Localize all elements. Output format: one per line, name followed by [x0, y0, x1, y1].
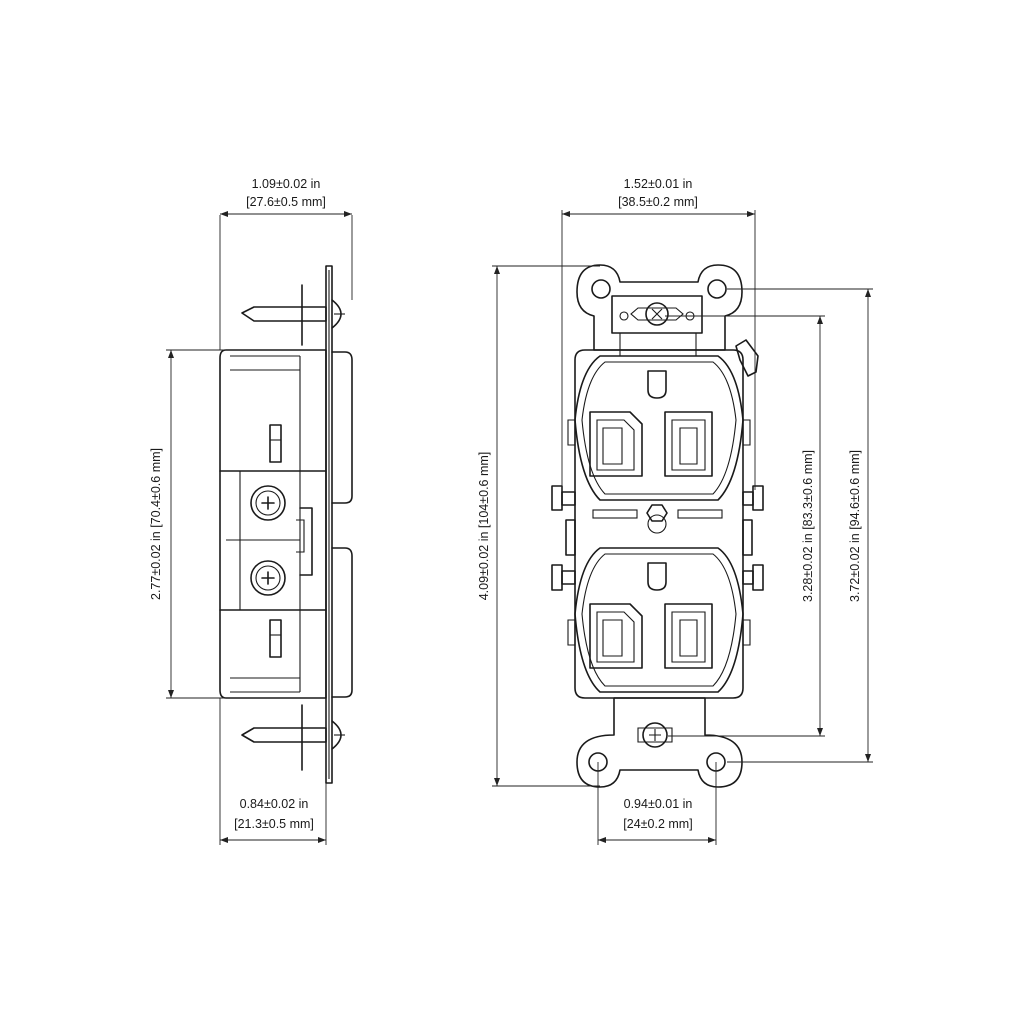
front-mount-spacing-label: 3.72±0.02 in [94.6±0.6 mm]: [848, 450, 862, 602]
side-depth-label-mm: [21.3±0.5 mm]: [234, 817, 314, 831]
front-hole-spacing-label-in: 0.94±0.01 in: [624, 797, 693, 811]
left-side-terminals: [551, 419, 576, 646]
front-width-label-in: 1.52±0.01 in: [624, 177, 693, 191]
side-terminal-screw-top: [250, 485, 286, 521]
front-view: [551, 264, 764, 788]
front-total-height-label: 4.09±0.02 in [104±0.6 mm]: [477, 452, 491, 601]
side-width-label-in: 1.09±0.02 in: [252, 177, 321, 191]
side-view: [219, 265, 353, 784]
front-view-dimensions: [492, 210, 873, 845]
side-width-label-mm: [27.6±0.5 mm]: [246, 195, 326, 209]
side-view-dimensions: [166, 211, 353, 845]
top-mounting-screw: [241, 284, 345, 346]
upper-outlet-face: [574, 355, 744, 501]
center-rail: [592, 504, 723, 534]
dimension-labels: 1.09±0.02 in [27.6±0.5 mm] 2.77±0.02 in …: [149, 177, 862, 831]
side-depth-label-in: 0.84±0.02 in: [240, 797, 309, 811]
front-width-label-mm: [38.5±0.2 mm]: [618, 195, 698, 209]
bottom-mounting-screw: [241, 704, 345, 771]
right-side-terminals: [742, 419, 764, 646]
side-body-height-label: 2.77±0.02 in [70.4±0.6 mm]: [149, 448, 163, 600]
front-hole-spacing-label-mm: [24±0.2 mm]: [623, 817, 692, 831]
lower-outlet-face: [574, 547, 744, 693]
side-terminal-screw-bottom: [250, 560, 286, 596]
front-screw-spacing-label: 3.28±0.02 in [83.3±0.6 mm]: [801, 450, 815, 602]
